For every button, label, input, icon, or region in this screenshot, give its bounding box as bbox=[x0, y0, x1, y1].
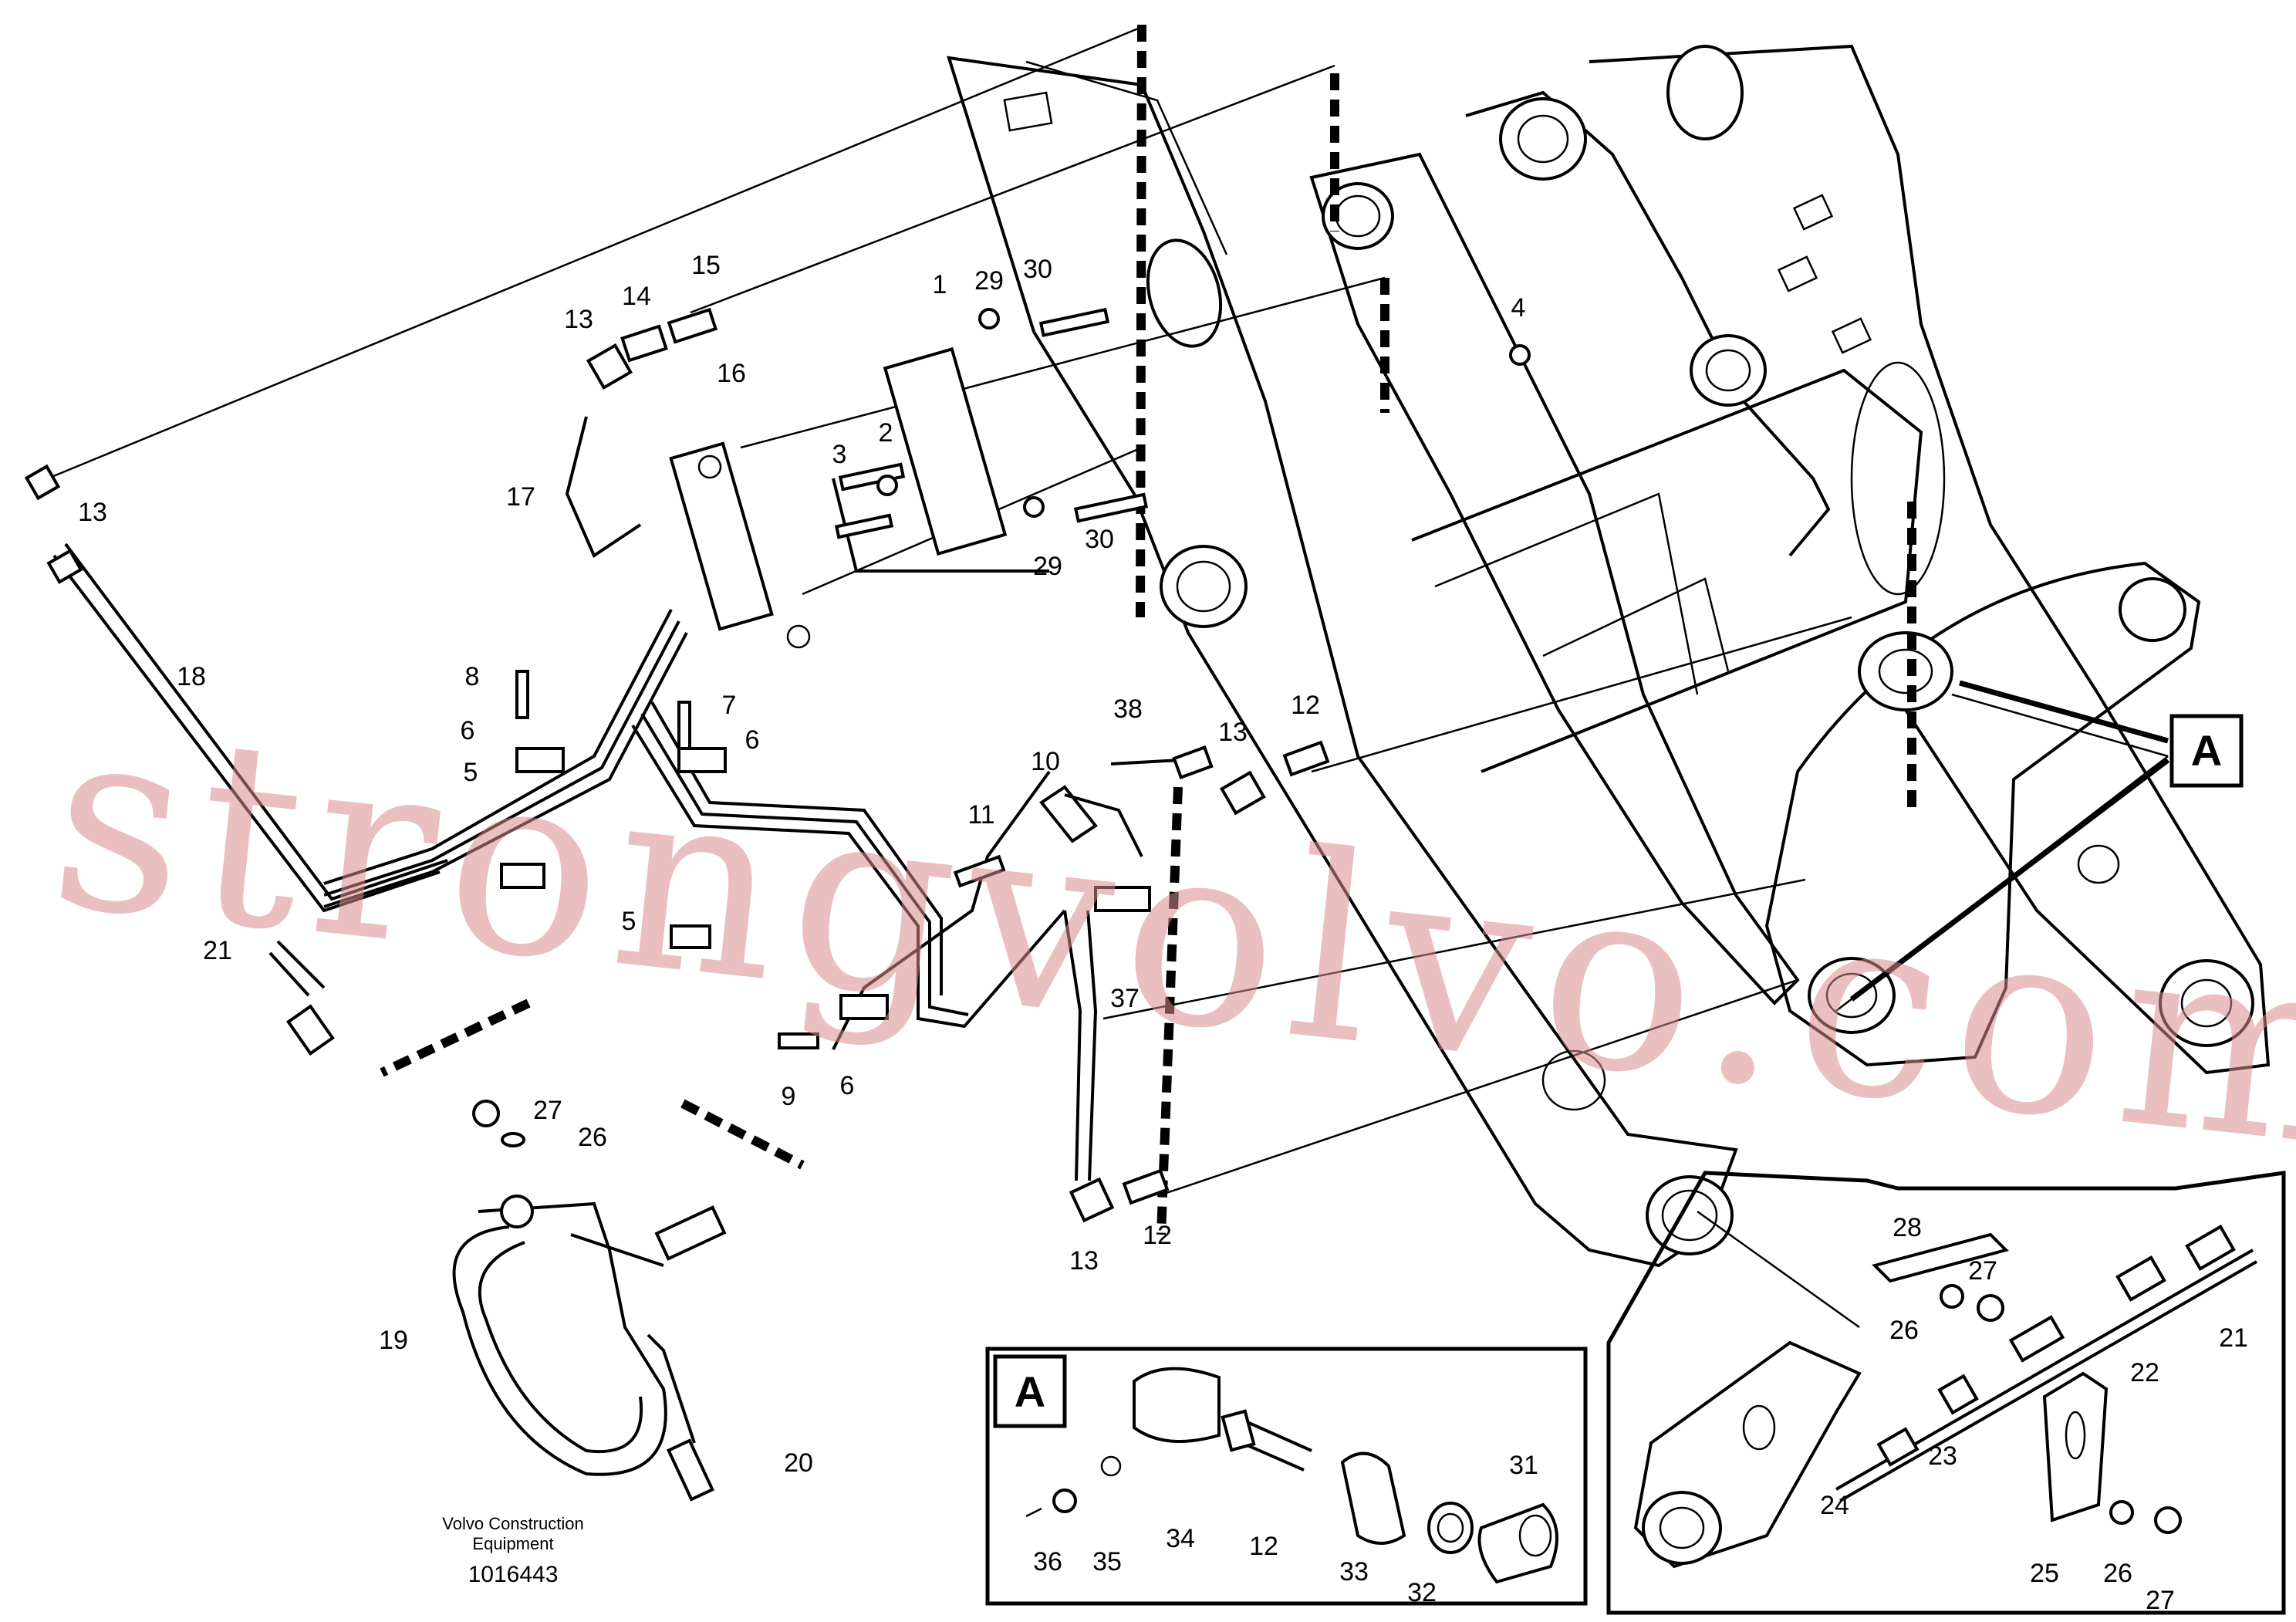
callout-26: 26 bbox=[1889, 1316, 1919, 1345]
callout-6: 6 bbox=[840, 1071, 855, 1100]
callout-21: 21 bbox=[203, 936, 232, 965]
callout-30: 30 bbox=[1085, 525, 1114, 554]
callout-13: 13 bbox=[564, 305, 593, 334]
drawing-number: 1016443 bbox=[468, 1562, 559, 1587]
callout-3: 3 bbox=[832, 440, 847, 469]
callout-6: 6 bbox=[461, 716, 475, 745]
callout-5: 5 bbox=[464, 758, 478, 787]
callout-37: 37 bbox=[1110, 984, 1140, 1013]
callout-18: 18 bbox=[177, 662, 206, 691]
callout-13: 13 bbox=[78, 498, 107, 527]
watermark: strongvolvo.com bbox=[40, 668, 2296, 1207]
callout-30: 30 bbox=[1023, 255, 1052, 284]
callout-13: 13 bbox=[1218, 718, 1248, 747]
callout-26: 26 bbox=[2103, 1559, 2132, 1588]
callout-22: 22 bbox=[2130, 1358, 2159, 1387]
callout-25: 25 bbox=[2030, 1559, 2059, 1588]
callout-4: 4 bbox=[1511, 293, 1526, 323]
callout-12: 12 bbox=[1291, 691, 1320, 720]
callout-28: 28 bbox=[1893, 1213, 1922, 1242]
callout-31: 31 bbox=[1509, 1451, 1538, 1480]
callout-21: 21 bbox=[2219, 1323, 2248, 1353]
callout-38: 38 bbox=[1113, 694, 1143, 724]
callout-5: 5 bbox=[622, 907, 636, 936]
footer-company-line2: Equipment bbox=[472, 1534, 553, 1553]
callout-27: 27 bbox=[533, 1096, 562, 1125]
callout-9: 9 bbox=[782, 1082, 796, 1111]
fittings-and-components bbox=[24, 307, 1531, 1502]
detail-marker-label: A bbox=[2191, 726, 2222, 775]
detail-a-box bbox=[985, 1347, 1588, 1606]
callout-27: 27 bbox=[2146, 1586, 2175, 1615]
callout-19: 19 bbox=[379, 1326, 408, 1355]
callout-11: 11 bbox=[967, 800, 994, 830]
callout-10: 10 bbox=[1031, 747, 1060, 776]
callout-12: 12 bbox=[1249, 1532, 1278, 1561]
callout-8: 8 bbox=[465, 662, 480, 691]
callout-26: 26 bbox=[578, 1123, 607, 1152]
callout-7: 7 bbox=[722, 691, 737, 720]
callout-14: 14 bbox=[622, 282, 651, 311]
callout-36: 36 bbox=[1033, 1547, 1062, 1576]
callout-24: 24 bbox=[1820, 1491, 1849, 1520]
callout-17: 17 bbox=[506, 482, 535, 512]
callout-6: 6 bbox=[745, 725, 760, 755]
detail-marker-a bbox=[1849, 680, 2244, 1002]
callout-23: 23 bbox=[1928, 1441, 1957, 1471]
callout-12: 12 bbox=[1143, 1221, 1172, 1250]
dashed-break-lines bbox=[380, 24, 1916, 1235]
callout-29: 29 bbox=[974, 266, 1004, 296]
hoses-and-pipes bbox=[52, 416, 1181, 1190]
callout-33: 33 bbox=[1339, 1557, 1369, 1587]
loader-frame-drawing bbox=[947, 44, 2271, 1268]
callout-1: 1 bbox=[933, 270, 947, 299]
callout-2: 2 bbox=[879, 418, 893, 448]
callout-29: 29 bbox=[1033, 552, 1062, 581]
callout-13: 13 bbox=[1069, 1246, 1099, 1276]
detail-box-label: A bbox=[1015, 1367, 1045, 1416]
callout-16: 16 bbox=[717, 359, 746, 388]
callout-15: 15 bbox=[691, 251, 721, 280]
callout-35: 35 bbox=[1092, 1547, 1122, 1576]
callout-34: 34 bbox=[1166, 1524, 1195, 1553]
detail-b-box bbox=[1606, 1171, 2286, 1615]
callout-20: 20 bbox=[784, 1448, 813, 1478]
callout-27: 27 bbox=[1968, 1256, 1997, 1286]
footer-company-line1: Volvo Construction bbox=[442, 1514, 583, 1533]
callout-32: 32 bbox=[1407, 1578, 1437, 1607]
